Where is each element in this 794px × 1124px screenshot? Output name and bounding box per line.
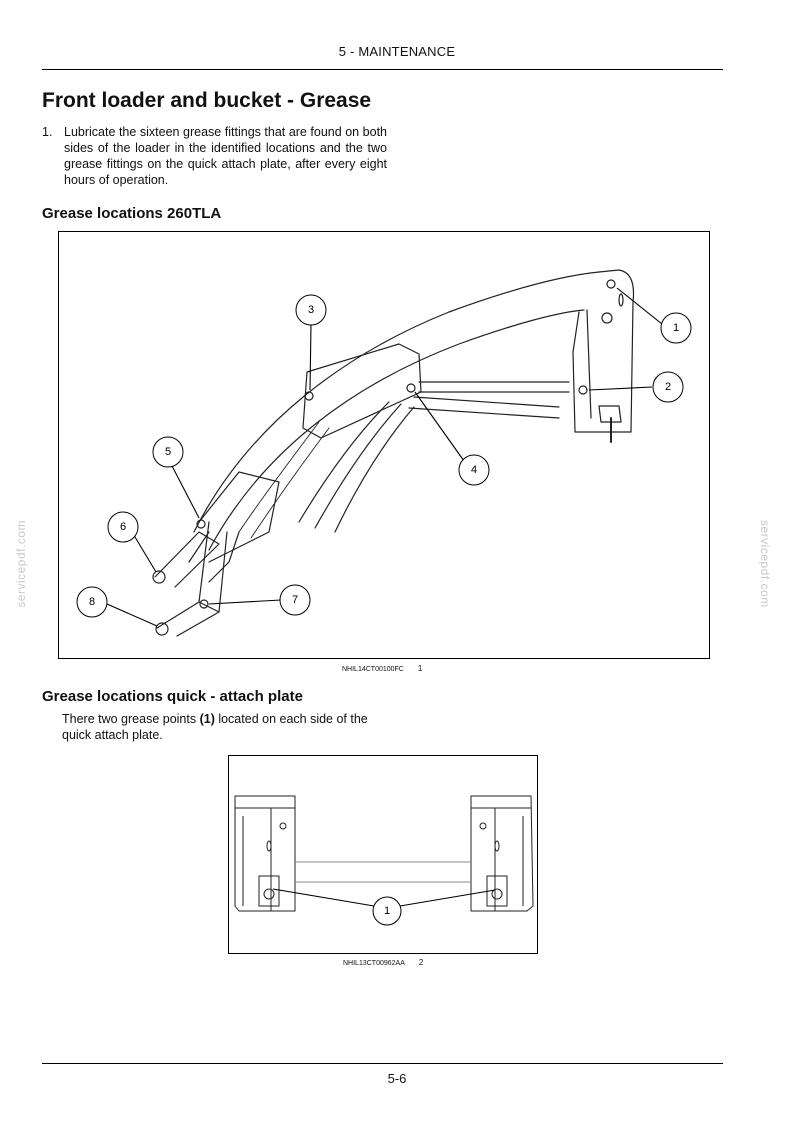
- heading-grease-locations-260tla: Grease locations 260TLA: [42, 205, 222, 222]
- figure-number: 2: [418, 958, 424, 967]
- footer-rule: [42, 1063, 723, 1064]
- callout-label: 1: [673, 322, 679, 334]
- loader-illustration: 1 2 3 4 5 6 7 8: [76, 269, 692, 637]
- watermark-right: servicepdf.com: [758, 520, 772, 608]
- page-number: 5-6: [387, 1071, 407, 1086]
- figure-caption-2: NHIL13CT00962AA 2: [343, 958, 423, 967]
- figure-quick-attach-plate: 1: [228, 755, 538, 954]
- callout-label: 3: [308, 304, 314, 316]
- figure-code: NHIL14CT00100FC: [342, 666, 404, 673]
- figure-number: 1: [417, 664, 423, 673]
- quick-attach-description: There two grease points (1) located on e…: [62, 711, 392, 743]
- figure-caption-1: NHIL14CT00100FC 1: [342, 664, 422, 673]
- step-1: 1. Lubricate the sixteen grease fittings…: [42, 124, 387, 188]
- para-text-after: located on each side of the quick attach…: [62, 712, 368, 742]
- figure-code: NHIL13CT00962AA: [343, 960, 405, 967]
- step-text: Lubricate the sixteen grease fittings th…: [64, 125, 387, 187]
- callout-label: 5: [165, 446, 171, 458]
- callout-label: 1: [384, 905, 390, 917]
- section-header: 5 - MAINTENANCE: [338, 44, 456, 59]
- para-ref-bold: (1): [199, 712, 215, 726]
- callout-label: 2: [665, 381, 671, 393]
- quick-attach-illustration: 1: [234, 795, 534, 926]
- watermark-left: servicepdf.com: [14, 520, 28, 608]
- figure-loader-diagram: 1 2 3 4 5 6 7 8: [58, 231, 710, 659]
- callout-label: 4: [471, 464, 477, 476]
- step-number: 1.: [42, 125, 53, 139]
- callout-label: 8: [89, 596, 95, 608]
- page-title: Front loader and bucket - Grease: [42, 89, 372, 112]
- header-rule: [42, 69, 723, 70]
- callout-label: 6: [120, 521, 126, 533]
- para-text-before: There two grease points: [62, 712, 200, 726]
- heading-quick-attach-plate: Grease locations quick - attach plate: [42, 688, 303, 705]
- callout-label: 7: [292, 594, 298, 606]
